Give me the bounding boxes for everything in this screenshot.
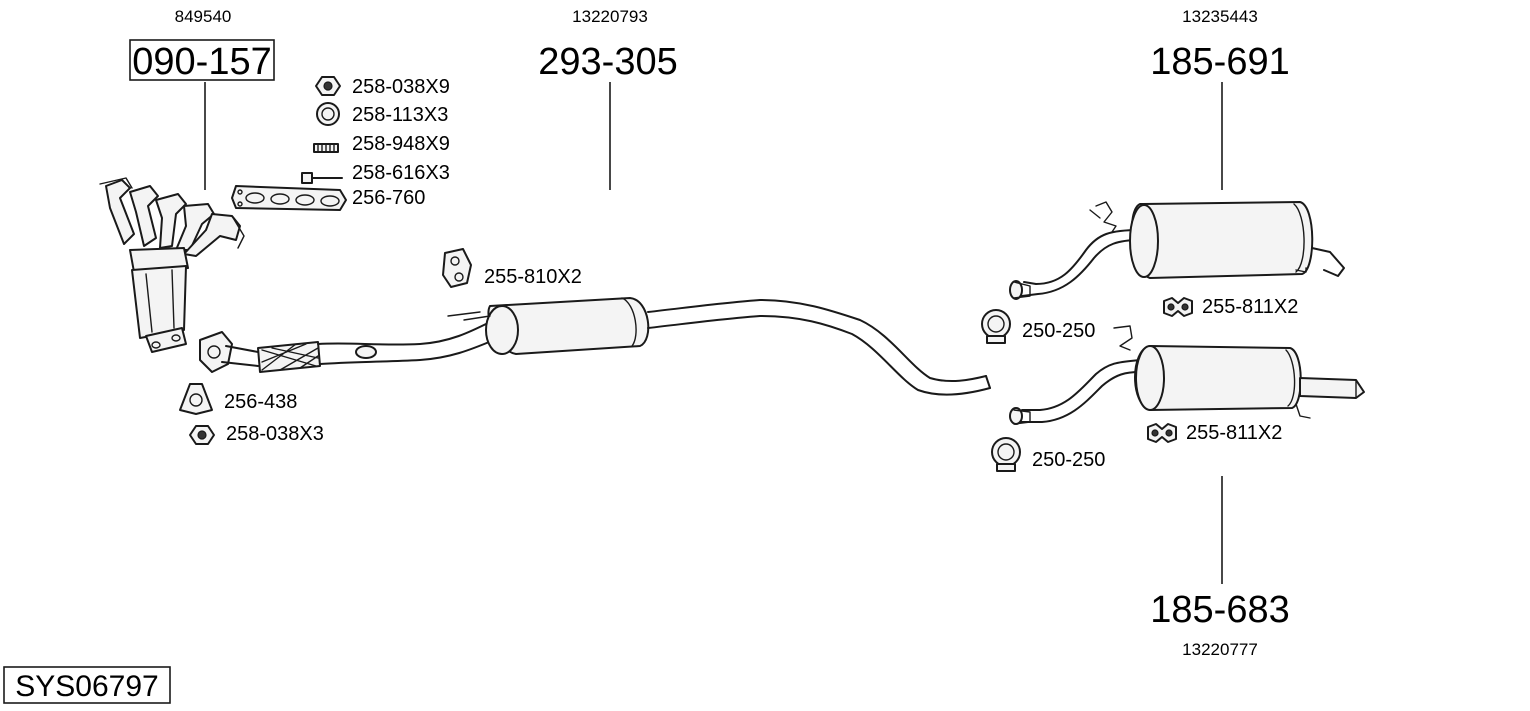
rear-silencer-lower[interactable] <box>1009 325 1365 425</box>
rear-upper-part-number[interactable]: 185-691 <box>1150 41 1289 83</box>
flange-gasket-icon <box>179 383 213 415</box>
fitting-label-gasket-flange[interactable]: 256-438 <box>224 391 297 413</box>
exhaust-manifold-catalyst[interactable] <box>99 177 245 353</box>
middle-oem-number: 13220793 <box>572 7 648 26</box>
front-pipe-and-middle-muffler[interactable] <box>199 297 991 396</box>
system-code-box <box>3 666 171 704</box>
manifold-gasket-icon <box>231 185 347 211</box>
rear-silencer-upper[interactable] <box>1009 201 1345 300</box>
rear-lower-part-number[interactable]: 185-683 <box>1150 589 1289 631</box>
fitting-label-ring-a[interactable]: 258-113X3 <box>352 104 448 126</box>
fitting-label-bolt-a[interactable]: 258-616X3 <box>352 162 450 184</box>
rubber-hanger-icon <box>442 248 472 288</box>
rear-upper-oem-number: 13235443 <box>1182 7 1258 26</box>
fitting-label-clamp-upper[interactable]: 250-250 <box>1022 320 1095 342</box>
fitting-label-hanger-rear-lower[interactable]: 255-811X2 <box>1186 422 1282 444</box>
fitting-label-hanger-rear-upper[interactable]: 255-811X2 <box>1202 296 1298 318</box>
manifold-part-box <box>129 39 275 81</box>
fitting-label-nut-a[interactable]: 258-038X9 <box>352 76 450 98</box>
rubber-mount-icon <box>1147 423 1177 443</box>
fitting-label-stud-a[interactable]: 258-948X9 <box>352 133 450 155</box>
rear-lower-oem-number: 13220777 <box>1182 640 1258 659</box>
manifold-part-number[interactable]: 090-157 <box>132 41 271 83</box>
rubber-mount-icon <box>1163 297 1193 317</box>
stud-icon <box>313 143 339 153</box>
fitting-label-nut-b[interactable]: 258-038X3 <box>226 423 324 445</box>
pipe-clamp-icon <box>991 437 1021 472</box>
manifold-oem-number: 849540 <box>175 7 232 26</box>
fitting-label-clamp-lower[interactable]: 250-250 <box>1032 449 1105 471</box>
hex-nut-icon <box>189 425 215 445</box>
pipe-clamp-icon <box>981 309 1011 344</box>
fitting-label-gasket-manifold[interactable]: 256-760 <box>352 187 425 209</box>
middle-part-number[interactable]: 293-305 <box>538 41 677 83</box>
fitting-label-hanger-middle[interactable]: 255-810X2 <box>484 266 582 288</box>
hex-nut-icon <box>315 76 341 96</box>
sealing-ring-icon <box>316 102 340 126</box>
bolt-icon <box>301 172 343 184</box>
system-code: SYS06797 <box>15 670 158 703</box>
